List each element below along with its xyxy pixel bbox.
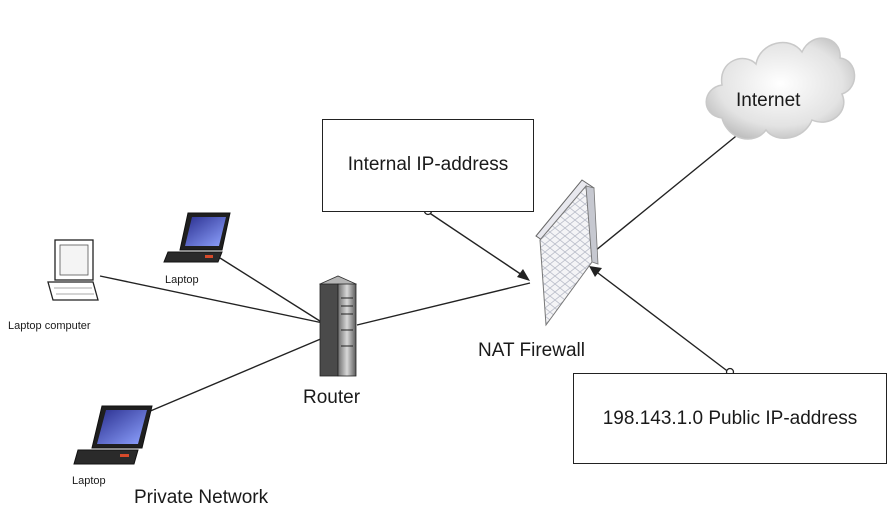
link-laptop-top-router [219, 257, 324, 324]
private-network-label: Private Network [134, 487, 269, 508]
arrowhead-internal [517, 269, 530, 281]
public-ip-label: 198.143.1.0 Public IP-address [602, 407, 858, 429]
laptop-top-label: Laptop [165, 274, 199, 286]
internal-ip-box: Internal IP-address [322, 119, 534, 212]
arrow-internal-to-firewall [427, 211, 526, 278]
firewall-icon [535, 179, 599, 327]
arrowhead-public [589, 266, 602, 277]
link-laptop-computer-router [99, 275, 324, 324]
public-ip-box: 198.143.1.0 Public IP-address [573, 373, 887, 464]
router-icon [319, 275, 357, 377]
link-firewall-internet [589, 127, 747, 256]
laptop-bottom-label: Laptop [72, 475, 106, 487]
laptop-bottom-icon [73, 405, 153, 465]
laptop-computer-label: Laptop computer [8, 320, 91, 332]
arrow-public-to-firewall [593, 269, 731, 374]
internet-label: Internet [736, 90, 801, 111]
internal-ip-label: Internal IP-address [347, 154, 509, 175]
laptop-top-icon [163, 212, 231, 263]
link-router-firewall [356, 282, 531, 326]
cloud-icon [705, 37, 856, 140]
router-label: Router [303, 387, 361, 408]
laptop-computer-icon [47, 239, 99, 301]
connection-lines [99, 127, 747, 413]
nat-firewall-label: NAT Firewall [478, 340, 585, 361]
link-laptop-bottom-router [147, 337, 324, 413]
